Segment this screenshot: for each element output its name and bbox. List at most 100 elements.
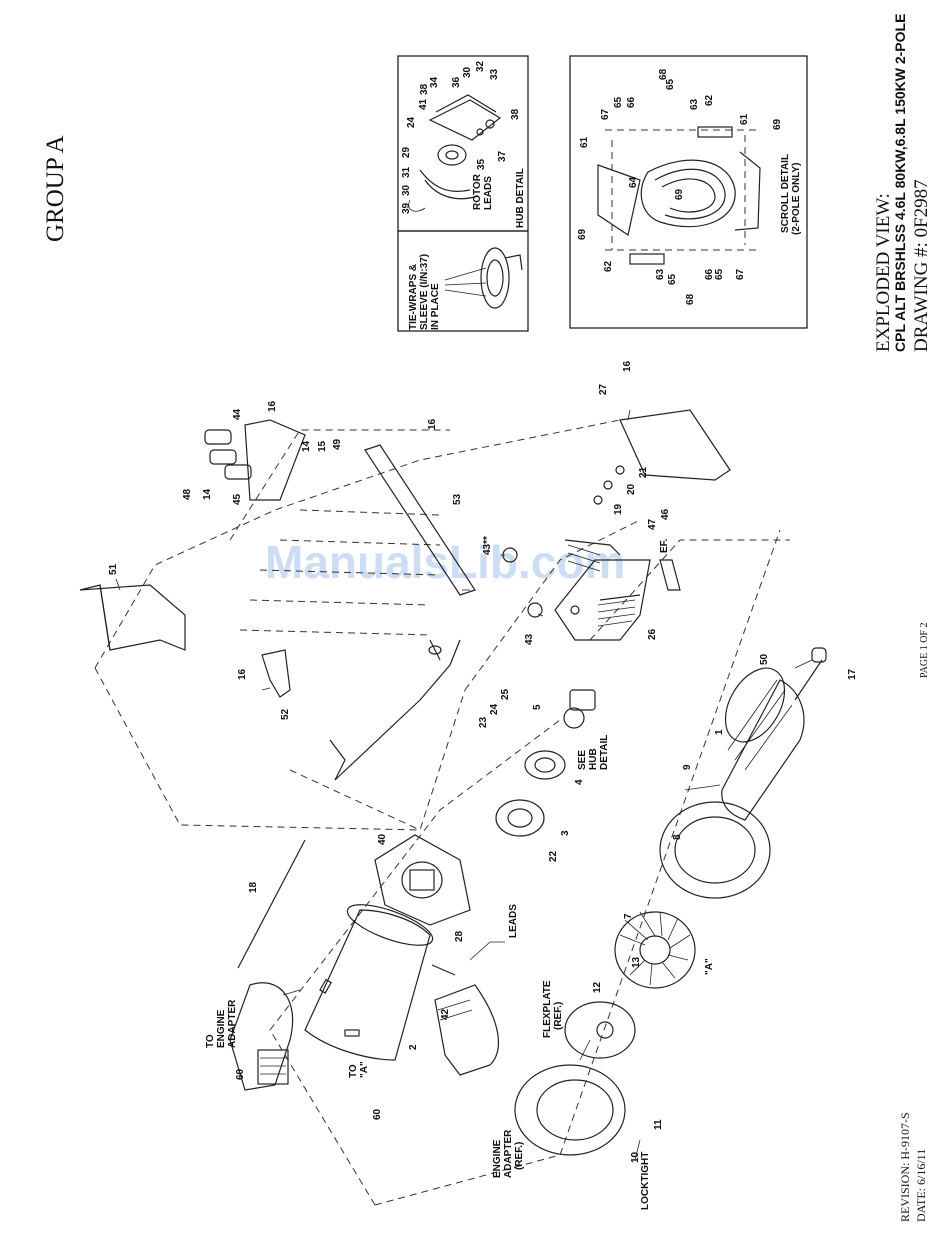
label-see-hub-3: DETAIL (599, 735, 610, 770)
scroll-callout-number-9: 69 (772, 118, 783, 130)
callout-number-25: 24 (489, 703, 500, 715)
callout-number-18: 21 (638, 466, 649, 478)
hub-callout-number-2: 31 (401, 166, 412, 178)
dashed-outlines (94, 419, 790, 1206)
hub-callout-number-4: 24 (406, 116, 417, 128)
callout-number-29: 22 (548, 850, 559, 862)
scroll-callout-number-7: 61 (739, 113, 750, 125)
callout-number-4: 14 (202, 488, 213, 500)
callout-number-31: 18 (248, 881, 259, 893)
part-40-end-bracket (374, 834, 471, 926)
callout-number-9: 15 (317, 440, 328, 452)
label-engine-adapter-2: ADAPTER (503, 1129, 514, 1178)
part-60-shells (229, 982, 499, 1091)
scroll-callout-number-14: 63 (655, 268, 666, 280)
callout-number-28: 3 (560, 830, 571, 836)
callout-number-3: 48 (182, 488, 193, 500)
revision-text: REVISION: H-9107-S (898, 1112, 912, 1222)
hub-stack (495, 689, 596, 837)
callout-number-44: 13 (631, 956, 642, 968)
callout-number-20: 19 (613, 503, 624, 515)
hub-callout-number-3: 29 (401, 146, 412, 158)
callout-number-17: 16 (622, 360, 633, 372)
part-53-rail (364, 444, 476, 596)
engine-adapter-ref (514, 1064, 626, 1156)
tiewraps-drawing (444, 247, 523, 309)
callout-number-43: 12 (592, 981, 603, 993)
label-locktight: LOCKTIGHT (640, 1152, 651, 1210)
callout-number-12: 53 (452, 493, 463, 505)
callout-number-30: 40 (377, 833, 388, 845)
callout-number-37: 1 (714, 729, 725, 735)
hub-callout-number-5: 41 (418, 98, 429, 110)
callout-number-7: 16 (267, 400, 278, 412)
hub-callout-number-0: 39 (401, 202, 412, 214)
callout-number-34: 60 (235, 1068, 246, 1080)
callout-number-27: 4 (574, 779, 585, 785)
hub-callout-number-9: 30 (462, 66, 473, 78)
callout-number-26: 23 (478, 716, 489, 728)
hub-callout-number-8: 36 (451, 76, 462, 88)
label-to-a-1: TO (348, 1064, 359, 1078)
part-1-rotor (721, 647, 827, 821)
scroll-callout-number-2: 66 (626, 96, 637, 108)
part-43-gasket (527, 602, 543, 618)
label-tiewraps-2: SLEEVE (I/N:37) (419, 254, 430, 330)
part-51-cover (79, 584, 186, 651)
label-to-engine-adapter-3: ADAPTER (227, 999, 238, 1048)
scroll-callout-number-16: 68 (685, 293, 696, 305)
callout-number-22: 47 (647, 518, 658, 530)
diagram-labels: TO ENGINE ADAPTER TO "A" LEADS FLEXPLATE… (205, 154, 802, 1210)
leader-lines (115, 409, 813, 1161)
scroll-callout-number-5: 63 (689, 98, 700, 110)
callout-number-35: 42 (440, 1008, 451, 1020)
callout-number-36: 60 (372, 1108, 383, 1120)
scroll-callout-number-3: 68 (658, 68, 669, 80)
label-scroll-detail-2: (2-POLE ONLY) (791, 163, 802, 235)
scroll-callout-number-4: 65 (665, 78, 676, 90)
callout-number-40: 9 (682, 764, 693, 770)
part-26-housing (554, 539, 651, 641)
hub-callout-number-13: 37 (497, 150, 508, 162)
label-ref: EF. (659, 538, 670, 553)
scroll-callout-number-11: 64 (628, 176, 639, 188)
callout-number-11: 16 (427, 418, 438, 430)
label-flexplate-2: (REF.) (553, 1002, 564, 1030)
label-scroll-detail-1: SCROLL DETAIL (780, 154, 791, 233)
hub-callout-number-11: 33 (489, 68, 500, 80)
part-27-panel (619, 409, 731, 481)
label-to-engine-adapter-2: ENGINE (216, 1009, 227, 1048)
callout-number-6: 44 (232, 408, 243, 420)
label-to-engine-adapter-1: TO (205, 1034, 216, 1048)
scroll-callout-number-1: 65 (613, 96, 624, 108)
label-tiewraps-3: IN PLACE (430, 283, 441, 330)
callout-number-32: 28 (454, 930, 465, 942)
label-leads: LEADS (508, 904, 519, 938)
part-2-stator-housing (304, 904, 456, 1061)
scroll-detail-frame (569, 55, 808, 329)
label-a-mark: "A" (704, 958, 715, 975)
base-frame (239, 509, 461, 781)
callout-number-0: 51 (108, 563, 119, 575)
scroll-callout-number-12: 69 (674, 188, 685, 200)
callout-number-24: 25 (500, 688, 511, 700)
title-line-3: DRAWING #: 0F2987 (911, 179, 932, 352)
callout-number-19: 20 (626, 483, 637, 495)
hub-callout-number-1: 30 (401, 184, 412, 196)
hub-detail-drawing (408, 94, 502, 212)
callout-number-5: 45 (232, 493, 243, 505)
scroll-callout-number-19: 67 (735, 268, 746, 280)
callout-number-1: 16 (237, 668, 248, 680)
label-engine-adapter-1: ENGINE (492, 1139, 503, 1178)
hub-callout-number-12: 38 (510, 108, 521, 120)
callout-number-2: 52 (280, 708, 291, 720)
label-rotor-1: ROTOR (472, 173, 483, 210)
callout-number-15: 26 (647, 628, 658, 640)
callout-number-21: 46 (660, 508, 671, 520)
callout-number-38: 50 (759, 653, 770, 665)
label-rotor-2: LEADS (483, 176, 494, 210)
part-47-plate (659, 559, 681, 591)
flexplate-ref (564, 1001, 636, 1059)
group-title: GROUP A (42, 135, 69, 242)
part-7-fan (614, 911, 696, 989)
